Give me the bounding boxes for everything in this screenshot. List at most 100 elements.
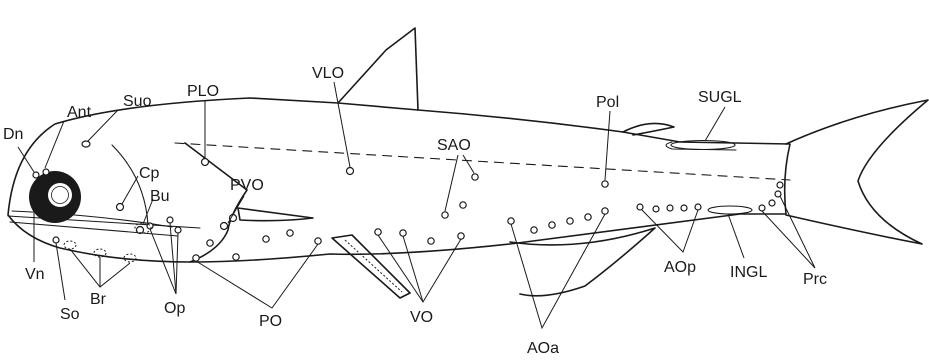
leader-cp (121, 175, 139, 205)
photophore-po-4 (262, 235, 270, 243)
leader-ant (44, 120, 65, 169)
label-pol: Pol (596, 94, 619, 111)
photophore-so (52, 236, 60, 244)
jaw-lower (9, 221, 179, 237)
photophores (32, 140, 784, 263)
adipose-fin (622, 122, 675, 136)
photophore-sao-1 (441, 211, 449, 219)
label-prc: Prc (803, 271, 827, 288)
leader-aoa (510, 213, 606, 330)
photophore-vo-2 (399, 229, 407, 237)
photophore-br-1 (63, 240, 77, 250)
preopercle-line (111, 144, 149, 226)
maxilla (11, 210, 173, 228)
photophore-ant (42, 168, 50, 176)
photophore-prc-3 (774, 190, 782, 198)
photophore-op-2 (166, 216, 174, 224)
label-cp: Cp (139, 165, 160, 182)
photophore-vo-3 (427, 237, 435, 245)
label-suo: Suo (123, 93, 152, 110)
label-vo: VO (410, 309, 433, 326)
supracaudal-line (665, 141, 737, 151)
label-sao: SAO (437, 137, 471, 154)
photophore-br-2 (93, 248, 107, 258)
leader-so (55, 242, 66, 301)
photophore-po-3 (232, 253, 240, 261)
photophore-vo-1 (374, 228, 382, 236)
leader-vlo (333, 81, 351, 168)
photophore-prc-4 (776, 181, 784, 189)
label-sugl: SUGL (698, 89, 742, 106)
leader-ingl (727, 213, 745, 259)
photophore-plo (200, 157, 210, 167)
photophore-aoa-6 (601, 207, 609, 215)
label-dn: Dn (3, 126, 23, 143)
photophore-br-3 (123, 253, 137, 263)
label-ant: Ant (67, 104, 92, 121)
pectoral-fin (237, 207, 314, 222)
label-pvo: PVO (230, 177, 264, 194)
leader-aop (641, 209, 699, 253)
photophore-vlo (345, 166, 355, 176)
photophore-aoa-5 (584, 213, 592, 221)
photophore-aop-5 (694, 203, 702, 211)
label-br: Br (90, 291, 107, 308)
photophore-aoa-2 (530, 226, 538, 234)
photophore-pol (601, 180, 609, 188)
photophore-op-3 (174, 226, 182, 234)
leader-vo-mid (402, 235, 424, 303)
label-bu: Bu (150, 188, 170, 205)
pelvic-fin-ray (344, 239, 403, 293)
leader-dn (17, 146, 35, 173)
photophore-aoa-3 (548, 221, 556, 229)
photophore-bu-outline (134, 222, 152, 234)
photophore-aop-4 (680, 204, 688, 212)
photophore-aoa-1 (507, 217, 515, 225)
photophore-aop-3 (666, 204, 674, 212)
label-aoa: AOa (527, 340, 559, 357)
photophore-op-1 (146, 222, 154, 230)
photophore-vo-4 (457, 232, 465, 240)
leader-suo (87, 109, 119, 142)
photophore-pvo-1 (219, 221, 229, 231)
photophore-po-2 (206, 239, 214, 247)
photophore-aop-1 (636, 203, 644, 211)
photophore-prc-2 (768, 199, 776, 207)
leader-pol (604, 110, 611, 181)
label-vlo: VLO (312, 65, 344, 82)
labels: Dn Ant Suo PLO VLO SAO Pol SUGL Cp Bu PV… (3, 65, 827, 357)
photophore-aoa-4 (566, 217, 574, 225)
photophore-suo (81, 140, 91, 148)
label-plo: PLO (187, 83, 219, 100)
photophore-po-5 (286, 229, 294, 237)
label-ingl: INGL (730, 264, 767, 281)
photophore-po-1 (192, 254, 200, 262)
pelvic-fin (331, 234, 411, 299)
label-op: Op (164, 300, 185, 317)
photophore-sao-2 (459, 201, 467, 209)
supracaudal-gland (670, 139, 736, 151)
leader-prc (761, 195, 816, 269)
photophore-sao-3 (471, 173, 479, 181)
photophore-prc-1 (758, 204, 766, 212)
label-so: So (60, 306, 80, 323)
label-po: PO (259, 313, 282, 330)
photophore-po-6 (314, 237, 322, 245)
photophore-dn (32, 171, 40, 179)
leader-pvo (227, 195, 245, 224)
caudal-fin (785, 99, 929, 245)
photophore-aop-2 (652, 205, 660, 213)
opercle-edge (184, 142, 248, 263)
leader-bu (142, 198, 154, 225)
leader-sugl (704, 106, 726, 142)
dorsal-fin (337, 27, 419, 111)
eye-inner-ring (51, 186, 69, 204)
leader-sao-b (462, 154, 475, 174)
leader-po (195, 243, 319, 309)
anal-fin (509, 227, 656, 297)
leader-op-mid (169, 222, 177, 295)
photophore-bu (135, 225, 145, 235)
leader-sao-a (444, 154, 459, 212)
infracaudal-gland (707, 205, 753, 215)
